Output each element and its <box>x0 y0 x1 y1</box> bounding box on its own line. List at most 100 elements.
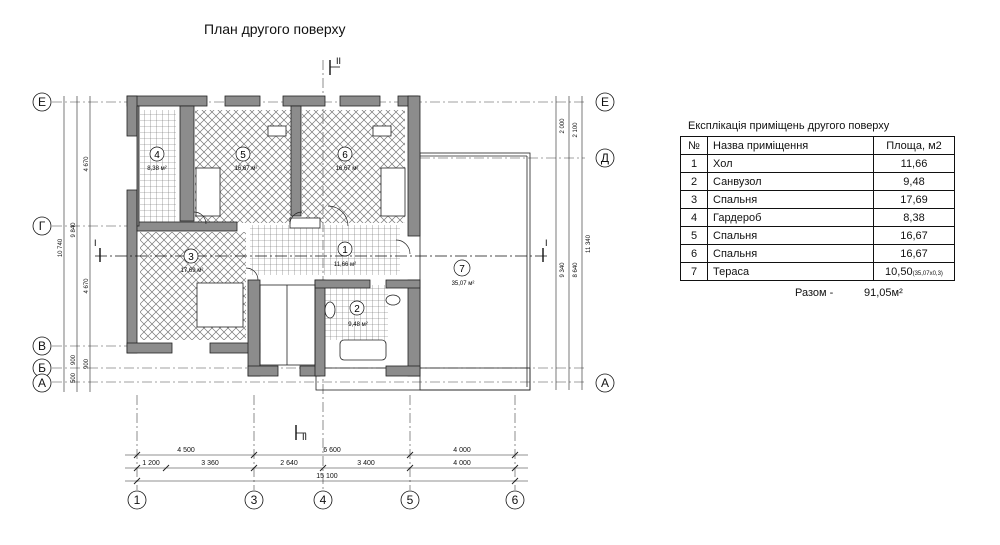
row-area: 11,66 <box>873 154 955 173</box>
section-line-II <box>295 60 340 440</box>
dim-4500: 4 500 <box>177 447 195 454</box>
row-num: 3 <box>680 190 708 209</box>
row-num: 4 <box>680 208 708 227</box>
dim-6600: 6 600 <box>323 447 341 454</box>
section-top-label: II <box>336 56 341 66</box>
dim-3360: 3 360 <box>201 460 219 467</box>
axis-row-V-left: В <box>38 339 46 353</box>
bottom-dimension-texts: 4 500 6 600 4 000 1 200 3 360 2 640 3 40… <box>142 447 471 480</box>
row-name: Хол <box>707 154 874 173</box>
toilet <box>324 301 336 319</box>
axis-col-1: 1 <box>134 493 141 507</box>
dim-right-2100: 2 100 <box>573 122 579 138</box>
left-dimension-lines <box>63 96 91 392</box>
axis-col-6: 6 <box>512 493 519 507</box>
room-4-area: 8,38 м² <box>147 166 166 172</box>
row-area: 16,67 <box>873 226 955 245</box>
dim-4000-top: 4 000 <box>453 447 471 454</box>
room-1-number: 1 <box>342 245 348 256</box>
dim-left-900b: 900 <box>84 358 90 369</box>
row-area: 8,38 <box>873 208 955 227</box>
header-num: № <box>680 136 708 155</box>
row-area-cell: 10,50(35,07х0,3) <box>873 262 955 281</box>
row-name: Спальня <box>707 244 874 263</box>
bed-5 <box>195 167 221 217</box>
axis-row-A-right: А <box>601 376 609 390</box>
dim-right-8640: 8 640 <box>573 262 579 278</box>
table-row: 7 Тераса 10,50(35,07х0,3) <box>680 262 955 281</box>
header-name: Назва приміщення <box>707 136 874 155</box>
axis-col-3: 3 <box>251 493 258 507</box>
room-markers: 1 2 3 4 5 6 7 <box>149 146 471 316</box>
header-area: Площа, м2 <box>873 136 955 155</box>
section-left-label: I <box>94 238 97 248</box>
row-name: Спальня <box>707 190 874 209</box>
axis-row-D-right: Д <box>601 151 609 165</box>
row-area: 9,48 <box>873 172 955 191</box>
room-4-number: 4 <box>154 150 160 161</box>
total-value: 91,05м² <box>864 287 903 299</box>
sink <box>385 294 401 306</box>
section-bottom-label: II <box>302 432 307 442</box>
axis-row-G-left: Г <box>39 219 46 233</box>
row-num: 5 <box>680 226 708 245</box>
room-areas: 11,66 м² 9,48 м² 17,69 м² 8,38 м² 16,67 … <box>147 166 474 328</box>
table-row: 1 Хол 11,66 <box>680 154 955 173</box>
room-7-number: 7 <box>459 264 465 275</box>
axis-row-E-right: Е <box>601 95 609 109</box>
left-dimension-texts: 10 740 9 840 4 670 4 670 900 900 500 <box>58 156 90 383</box>
table-row: 4 Гардероб 8,38 <box>680 208 955 227</box>
dim-1200: 1 200 <box>142 460 160 467</box>
row-name: Санвузол <box>707 172 874 191</box>
dim-15100: 15 100 <box>316 473 338 480</box>
dim-4000: 4 000 <box>453 460 471 467</box>
axis-col-4: 4 <box>320 493 327 507</box>
row-num: 7 <box>680 262 708 281</box>
section-right-label: I <box>545 238 548 248</box>
walls <box>126 95 421 377</box>
dim-left-4670a: 4 670 <box>84 156 90 172</box>
dim-left-10740: 10 740 <box>58 238 64 257</box>
nightstand-6 <box>372 125 392 137</box>
room-2-area: 9,48 м² <box>348 322 367 328</box>
table-row: 2 Санвузол 9,48 <box>680 172 955 191</box>
bed-3 <box>196 282 244 328</box>
shelf <box>289 217 321 229</box>
row-name: Тераса <box>707 262 874 281</box>
row-axis-markers: Е Г В Б А Е Д А <box>32 92 615 393</box>
dim-left-500: 500 <box>71 372 77 383</box>
dim-left-4670b: 4 670 <box>84 278 90 294</box>
dim-left-9840: 9 840 <box>71 222 77 238</box>
room-5-number: 5 <box>240 150 246 161</box>
right-dimension-texts: 2 000 2 100 9 340 8 640 11 340 <box>560 118 592 278</box>
bathtub <box>339 339 387 361</box>
bed-6 <box>380 167 406 217</box>
axis-col-5: 5 <box>407 493 414 507</box>
room-5-area: 16,67 м² <box>235 166 258 172</box>
table-title: Експлікація приміщень другого поверху <box>688 120 890 132</box>
plan-title: План другого поверху <box>204 21 346 37</box>
bottom-dimension-lines <box>125 451 528 485</box>
furniture <box>195 125 406 366</box>
room-4-floor <box>140 110 176 223</box>
axis-row-B-left: Б <box>38 361 46 375</box>
row-num: 2 <box>680 172 708 191</box>
dim-2640: 2 640 <box>280 460 298 467</box>
row-area: 10,50 <box>885 265 913 278</box>
row-num: 6 <box>680 244 708 263</box>
rooms-table: № Назва приміщення Площа, м2 1 Хол 11,66… <box>680 136 955 281</box>
room-6-number: 6 <box>342 150 348 161</box>
table-header-row: № Назва приміщення Площа, м2 <box>680 136 955 155</box>
dim-right-9340: 9 340 <box>560 262 566 278</box>
dim-right-11340: 11 340 <box>586 234 592 253</box>
nightstand-5 <box>267 125 287 137</box>
room-2-number: 2 <box>354 304 360 315</box>
section-line-I <box>95 248 548 262</box>
table-row: 5 Спальня 16,67 <box>680 226 955 245</box>
axis-row-A-left: А <box>38 376 46 390</box>
row-area: 16,67 <box>873 244 955 263</box>
right-dimension-lines <box>555 96 583 390</box>
room-6-area: 16,67 м² <box>336 166 359 172</box>
room-1-area: 11,66 м² <box>334 262 356 268</box>
